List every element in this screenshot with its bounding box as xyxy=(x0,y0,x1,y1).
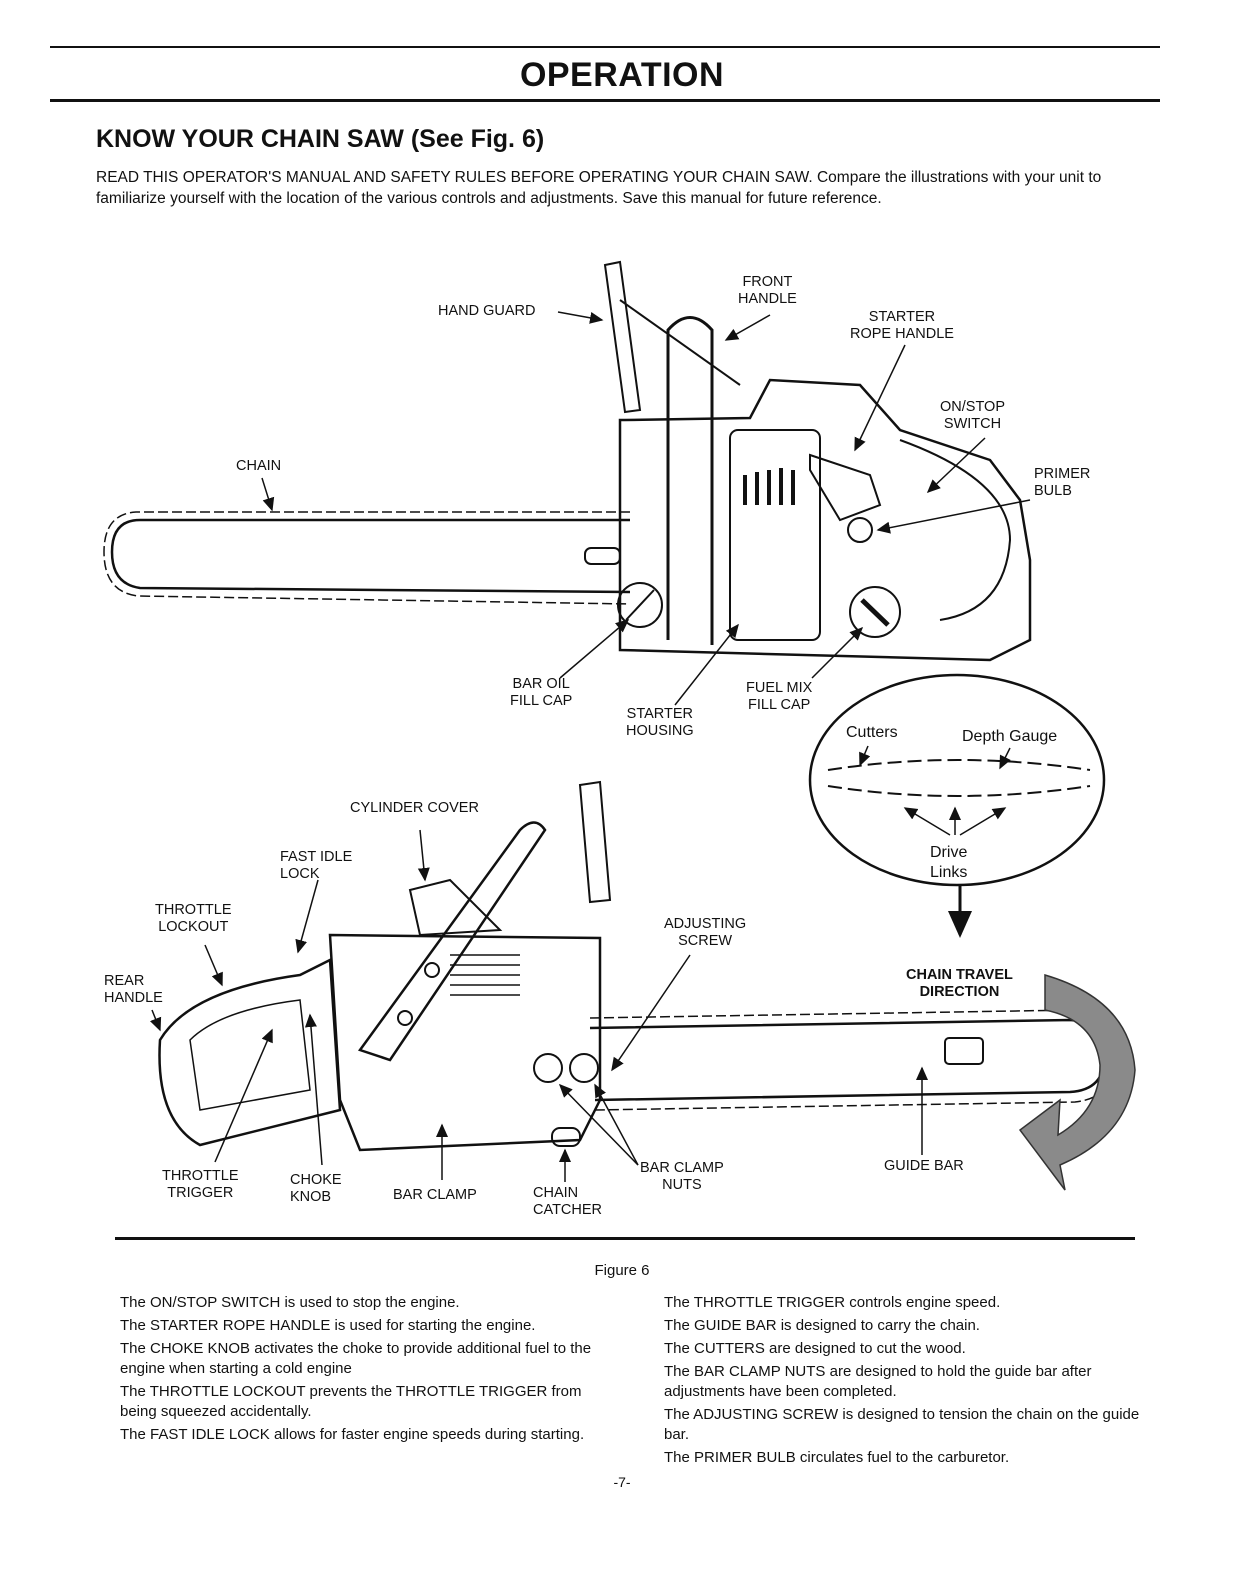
page-title: OPERATION xyxy=(519,56,725,94)
label-front-handle: FRONT HANDLE xyxy=(738,274,797,307)
description-item: The CUTTERS are designed to cut the wood… xyxy=(664,1340,966,1357)
label-cylinder-cover: CYLINDER COVER xyxy=(350,800,479,816)
page-number: -7- xyxy=(613,1474,631,1490)
figure-bottom-rule xyxy=(115,1237,1135,1240)
top-rule xyxy=(50,46,1160,48)
description-item: The THROTTLE TRIGGER controls engine spe… xyxy=(664,1294,1001,1311)
label-fast-idle-lock: FAST IDLE LOCK xyxy=(280,849,353,882)
description-item: The BAR CLAMP NUTS are designed to hold … xyxy=(664,1363,1092,1400)
label-bar-oil-fill-cap: BAR OIL FILL CAP xyxy=(510,676,573,709)
intro-paragraph: READ THIS OPERATOR'S MANUAL AND SAFETY R… xyxy=(96,169,1102,207)
description-item: The ON/STOP SWITCH is used to stop the e… xyxy=(120,1294,460,1311)
label-bar-clamp-nuts: BAR CLAMP NUTS xyxy=(640,1160,724,1193)
description-item: The STARTER ROPE HANDLE is used for star… xyxy=(120,1317,536,1334)
descriptions-right-column: The THROTTLE TRIGGER controls engine spe… xyxy=(664,1293,1164,1471)
label-throttle-lockout: THROTTLE LOCKOUT xyxy=(155,902,232,935)
label-depth-gauge: Depth Gauge xyxy=(962,728,1058,745)
label-chain: CHAIN xyxy=(236,458,282,474)
label-primer-bulb: PRIMER BULB xyxy=(1034,466,1091,499)
cutters-inset xyxy=(808,673,1106,938)
label-bar-clamp: BAR CLAMP xyxy=(393,1187,477,1203)
label-chain-travel-direction: CHAIN TRAVEL DIRECTION xyxy=(906,967,1013,1000)
label-starter-rope-handle: STARTER ROPE HANDLE xyxy=(850,309,954,342)
label-drive-links: Drive Links xyxy=(930,844,968,881)
description-item: The CHOKE KNOB activates the choke to pr… xyxy=(120,1340,592,1377)
bottom-saw-illustration xyxy=(158,780,1136,1191)
label-cutters: Cutters xyxy=(846,724,898,741)
label-fuel-mix-fill-cap: FUEL MIX FILL CAP xyxy=(746,680,813,713)
label-throttle-trigger: THROTTLE TRIGGER xyxy=(162,1168,239,1201)
description-item: The PRIMER BULB circulates fuel to the c… xyxy=(664,1449,1010,1466)
label-rear-handle: REAR HANDLE xyxy=(104,973,163,1006)
section-heading: KNOW YOUR CHAIN SAW (See Fig. 6) xyxy=(96,125,545,153)
label-on-stop-switch: ON/STOP SWITCH xyxy=(940,399,1005,432)
description-item: The GUIDE BAR is designed to carry the c… xyxy=(664,1317,980,1334)
descriptions-left-column: The ON/STOP SWITCH is used to stop the e… xyxy=(120,1293,620,1448)
description-item: The ADJUSTING SCREW is designed to tensi… xyxy=(664,1406,1140,1443)
figure-caption: Figure 6 xyxy=(594,1262,650,1279)
description-item: The FAST IDLE LOCK allows for faster eng… xyxy=(120,1426,585,1443)
title-underline xyxy=(50,99,1160,102)
description-item: The THROTTLE LOCKOUT prevents the THROTT… xyxy=(120,1383,582,1420)
label-choke-knob: CHOKE KNOB xyxy=(290,1172,342,1205)
label-hand-guard: HAND GUARD xyxy=(438,303,536,319)
top-saw-illustration xyxy=(103,260,1032,662)
label-starter-housing: STARTER HOUSING xyxy=(626,706,694,739)
label-adjusting-screw: ADJUSTING SCREW xyxy=(664,916,747,949)
label-guide-bar: GUIDE BAR xyxy=(884,1158,964,1174)
label-chain-catcher: CHAIN CATCHER xyxy=(533,1185,603,1218)
